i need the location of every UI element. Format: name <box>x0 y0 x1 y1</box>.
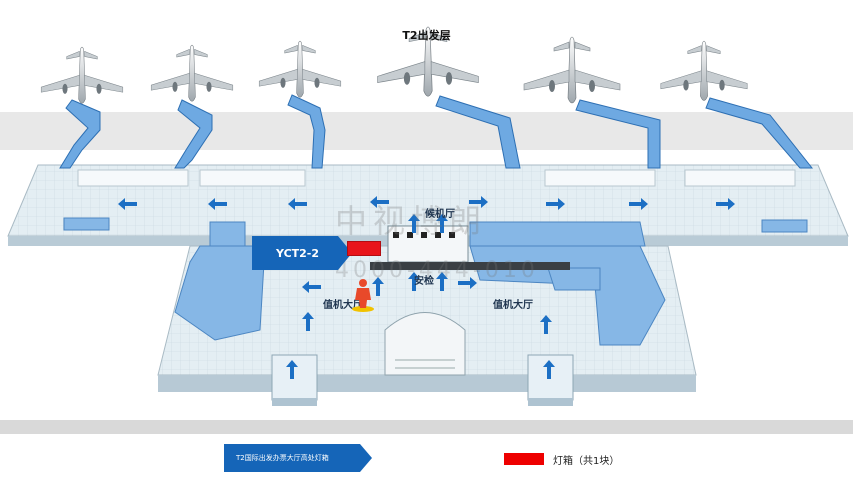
light-box-marker <box>347 241 381 256</box>
arrow-icon <box>436 214 448 233</box>
yct2-2-callout: YCT2-2 <box>252 236 352 270</box>
person-icon <box>352 279 374 312</box>
concourse <box>7 164 849 246</box>
checkin-hall-right-label: 值机大厅 <box>493 300 533 311</box>
legend-banner-text: T2国际出发办票大厅高处灯箱 <box>236 454 329 462</box>
airplane-icon <box>258 40 342 98</box>
arrow-icon <box>436 272 448 291</box>
airplane-icon <box>660 40 748 101</box>
airplane-icon <box>523 36 621 104</box>
apron-band <box>0 112 853 150</box>
arrow-icon <box>408 214 420 233</box>
map-title: T2出发层 <box>402 29 451 42</box>
legend-banner-shape <box>224 444 372 472</box>
checkin-desks <box>370 225 570 270</box>
legend-swatch <box>504 453 544 465</box>
flow-arrows <box>118 196 735 379</box>
watermark-text: 中视博朗 <box>335 202 488 240</box>
arrow-icon <box>629 198 648 210</box>
arrow-icon <box>302 312 314 331</box>
waiting-hall-label: 候机厅 <box>425 209 455 220</box>
arrow-icon <box>716 198 735 210</box>
arrow-icon <box>208 198 227 210</box>
arrow-icon <box>286 360 298 379</box>
arrow-icon <box>408 272 420 291</box>
aircraft-group <box>40 26 748 104</box>
arrow-icon <box>543 360 555 379</box>
callout-arrow-shape <box>252 236 352 270</box>
arrow-icon <box>458 277 477 289</box>
airplane-icon <box>40 46 124 104</box>
legend-item-label: 灯箱（共1块） <box>553 456 620 467</box>
arrow-icon <box>370 196 389 208</box>
airplane-icon <box>150 44 234 102</box>
arrow-icon <box>288 198 307 210</box>
shop-blocks <box>63 217 808 346</box>
arrow-icon <box>469 196 488 208</box>
callout-label: YCT2-2 <box>276 246 320 260</box>
airplane-icon <box>377 26 479 97</box>
arrow-icon <box>302 281 321 293</box>
arrow-icon <box>372 277 384 296</box>
jet-bridges <box>59 94 814 169</box>
security-label: 安检 <box>414 276 434 287</box>
watermark-phone: 4000-444-010 <box>335 258 539 283</box>
road-band <box>0 420 853 434</box>
arrow-icon <box>118 198 137 210</box>
arrow-icon <box>540 315 552 334</box>
checkin-hall-left-label: 值机大厅 <box>323 300 363 311</box>
legend-banner: T2国际出发办票大厅高处灯箱 <box>224 444 372 472</box>
arrow-icon <box>546 198 565 210</box>
